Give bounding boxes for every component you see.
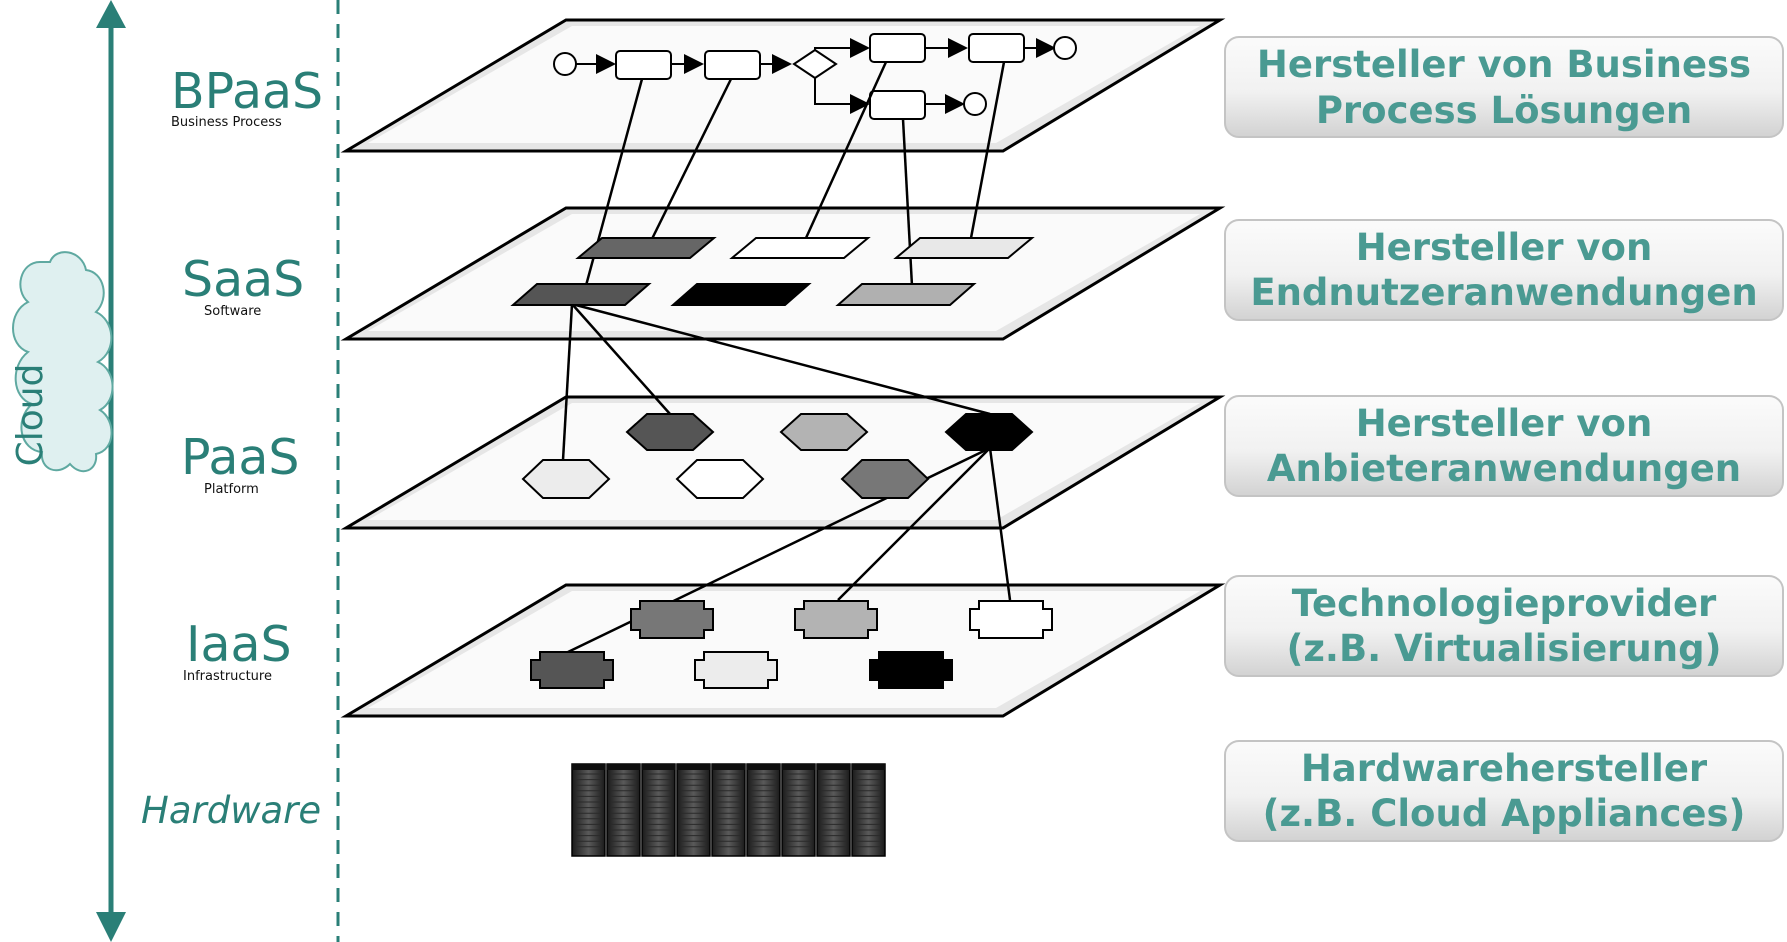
server-rack-icon [676, 763, 711, 857]
paas-hexagon [625, 413, 715, 451]
process-task [615, 50, 672, 80]
layer-label-paas: PaaS Platform [181, 429, 300, 497]
end-event [963, 92, 987, 116]
saas-tile [575, 237, 717, 259]
process-task [968, 33, 1025, 63]
layer-label-hardware: Hardware [141, 789, 321, 832]
layer-subtitle: Business Process [171, 115, 282, 130]
server-rack-icon [571, 763, 606, 857]
hardware-racks [571, 763, 886, 857]
iaas-block [794, 600, 878, 639]
vendor-box-saas: Hersteller von Endnutzeranwendungen [1224, 219, 1784, 321]
iaas-block [530, 651, 614, 689]
plane-bpaas [340, 18, 1226, 153]
paas-hexagon [521, 459, 611, 499]
vendor-line: (z.B. Virtualisierung) [1286, 627, 1721, 670]
vendor-line: Technologieprovider [1292, 582, 1717, 625]
server-rack-icon [851, 763, 886, 857]
layer-label-bpaas: BPaaS Business Process [171, 63, 323, 130]
iaas-block [869, 651, 953, 689]
iaas-block [694, 651, 778, 689]
paas-hexagon [675, 459, 765, 499]
vendor-line: Endnutzeranwendungen [1250, 271, 1757, 314]
vendor-line: Anbieteranwendungen [1267, 447, 1741, 490]
plane-saas [340, 206, 1226, 341]
process-task [869, 33, 926, 63]
vendor-line: Hersteller von Business [1257, 43, 1751, 86]
layer-abbr: Hardware [141, 789, 321, 832]
paas-components [521, 413, 1034, 499]
server-rack-icon [781, 763, 816, 857]
cloud-icon [12, 251, 114, 473]
iaas-block [969, 600, 1053, 639]
up-arrow-icon [96, 0, 126, 28]
vendor-line: Hardwarehersteller [1301, 747, 1708, 790]
paas-hexagon [779, 413, 869, 451]
saas-tile [670, 283, 812, 306]
vendor-line: (z.B. Cloud Appliances) [1263, 792, 1746, 835]
vendor-line: Hersteller von [1356, 402, 1653, 445]
server-rack-icon [641, 763, 676, 857]
server-rack-icon [711, 763, 746, 857]
layer-abbr: PaaS [181, 429, 300, 486]
process-task [704, 50, 761, 80]
layer-abbr: BPaaS [171, 63, 323, 120]
iaas-components [530, 600, 1053, 689]
process-flow [553, 33, 1077, 120]
server-rack-icon [606, 763, 641, 857]
layer-label-saas: SaaS Software [182, 251, 304, 319]
cloud-label: Cloud [10, 364, 51, 467]
layer-abbr: IaaS [186, 616, 292, 673]
layer-abbr: SaaS [182, 251, 304, 308]
vendor-line: Hersteller von [1356, 226, 1653, 269]
server-rack-icon [816, 763, 851, 857]
paas-hexagon [840, 459, 930, 499]
plane-paas [340, 395, 1226, 530]
cloud-axis [96, 0, 126, 942]
saas-tile [835, 283, 977, 306]
server-rack-icon [746, 763, 781, 857]
saas-components [510, 237, 1035, 306]
vendor-box-hardware: Hardwarehersteller (z.B. Cloud Appliance… [1224, 740, 1784, 842]
layer-subtitle: Software [204, 304, 261, 319]
layer-label-iaas: IaaS Infrastructure [183, 616, 292, 684]
saas-tile [729, 237, 871, 259]
iaas-block [630, 600, 714, 639]
paas-hexagon [944, 413, 1034, 451]
vendor-box-bpaas: Hersteller von Business Process Lösungen [1224, 36, 1784, 138]
vendor-box-iaas: Technologieprovider (z.B. Virtualisierun… [1224, 575, 1784, 677]
layer-subtitle: Infrastructure [183, 669, 272, 684]
process-task [869, 90, 926, 120]
vendor-box-paas: Hersteller von Anbieteranwendungen [1224, 395, 1784, 497]
saas-tile [510, 283, 652, 306]
vendor-line: Process Lösungen [1316, 89, 1692, 132]
layer-subtitle: Platform [204, 482, 259, 497]
saas-tile [893, 237, 1035, 259]
down-arrow-icon [96, 912, 126, 942]
plane-iaas [340, 583, 1226, 718]
end-event [1053, 36, 1077, 60]
start-event [553, 52, 577, 76]
